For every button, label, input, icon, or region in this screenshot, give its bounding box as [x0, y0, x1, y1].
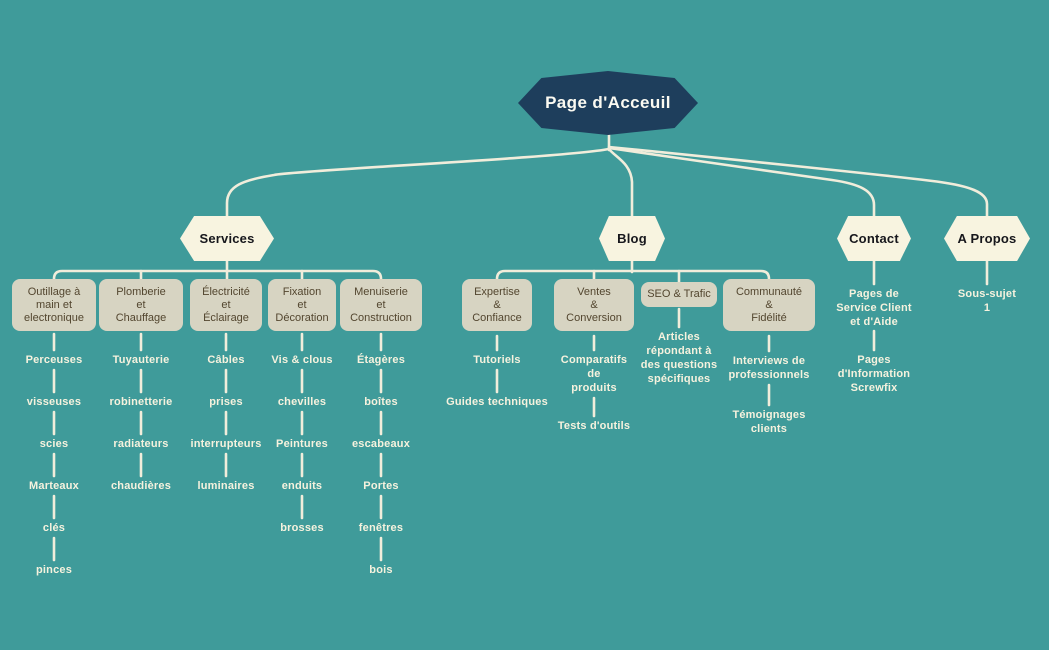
node-contact[interactable]: Contact: [837, 216, 911, 261]
leaf-tests-outils[interactable]: Tests d'outils: [557, 420, 631, 432]
category-electricite[interactable]: Électricité et Éclairage: [190, 279, 262, 331]
root-to-contact-line: [607, 146, 876, 219]
category-plomberie[interactable]: Plomberie et Chauffage: [99, 279, 183, 331]
node-a-propos[interactable]: A Propos: [944, 216, 1030, 261]
leaf-articles-questions[interactable]: Articles répondant à des questions spéci…: [640, 331, 718, 385]
leaf-fenetres[interactable]: fenêtres: [358, 522, 404, 534]
leaf-prises[interactable]: prises: [209, 396, 243, 408]
leaf-portes[interactable]: Portes: [363, 480, 399, 492]
root-to-services-line: [225, 147, 611, 219]
leaf-sous-sujet-1[interactable]: Sous-sujet 1: [957, 288, 1017, 314]
leaf-escabeaux[interactable]: escabeaux: [351, 438, 411, 450]
leaf-luminaires[interactable]: luminaires: [197, 480, 255, 492]
root-to-apropos-line: [607, 145, 989, 219]
category-ventes-conversion[interactable]: Ventes & Conversion: [554, 279, 634, 331]
node-services[interactable]: Services: [180, 216, 274, 261]
services-bus-line: [52, 269, 383, 283]
leaf-enduits[interactable]: enduits: [281, 480, 323, 492]
leaf-comparatifs-produits[interactable]: Comparatifs de produits: [560, 354, 628, 394]
leaf-bois[interactable]: bois: [369, 564, 393, 576]
leaf-cables[interactable]: Câbles: [207, 354, 245, 366]
leaf-tuyauterie[interactable]: Tuyauterie: [112, 354, 170, 366]
leaf-interrupteurs[interactable]: interrupteurs: [190, 438, 262, 450]
leaf-guides-techniques[interactable]: Guides techniques: [446, 396, 548, 408]
services-bus-drops: [139, 269, 304, 282]
root-to-blog-line: [607, 147, 634, 219]
leaf-scies[interactable]: scies: [39, 438, 69, 450]
leaf-etageres[interactable]: Étagères: [356, 354, 406, 366]
leaf-pages-information-screwfix[interactable]: Pages d'Information Screwfix: [837, 354, 911, 394]
leaf-chevilles[interactable]: chevilles: [277, 396, 327, 408]
category-seo-trafic[interactable]: SEO & Trafic: [641, 282, 717, 307]
node-page-accueil[interactable]: Page d'Acceuil: [518, 71, 698, 135]
leaf-radiateurs[interactable]: radiateurs: [113, 438, 169, 450]
category-outillage[interactable]: Outillage à main et electronique: [12, 279, 96, 331]
leaf-chaudieres[interactable]: chaudières: [110, 480, 172, 492]
category-communaute-fidelite[interactable]: Communauté & Fidélité: [723, 279, 815, 331]
leaf-brosses[interactable]: brosses: [280, 522, 324, 534]
leaf-boites[interactable]: boîtes: [364, 396, 398, 408]
leaf-robinetterie[interactable]: robinetterie: [109, 396, 173, 408]
leaf-vis-clous[interactable]: Vis & clous: [271, 354, 333, 366]
category-menuiserie[interactable]: Menuiserie et Construction: [340, 279, 422, 331]
leaf-peintures[interactable]: Peintures: [276, 438, 328, 450]
category-fixation[interactable]: Fixation et Décoration: [268, 279, 336, 331]
a-propos-label: A Propos: [957, 231, 1017, 246]
node-blog[interactable]: Blog: [599, 216, 665, 261]
contact-label: Contact: [849, 231, 899, 246]
leaf-perceuses[interactable]: Perceuses: [25, 354, 83, 366]
leaf-interviews-professionnels[interactable]: Interviews de professionnels: [728, 355, 810, 381]
leaf-visseuses[interactable]: visseuses: [26, 396, 82, 408]
leaf-temoignages-clients[interactable]: Témoignages clients: [732, 409, 806, 435]
services-label: Services: [199, 231, 255, 246]
leaf-pinces[interactable]: pinces: [35, 564, 73, 576]
category-expertise-confiance[interactable]: Expertise & Confiance: [462, 279, 532, 331]
blog-label: Blog: [617, 231, 647, 246]
leaf-pages-service-client[interactable]: Pages de Service Client et d'Aide: [836, 288, 912, 328]
leaf-marteaux[interactable]: Marteaux: [29, 480, 79, 492]
leaf-tutoriels[interactable]: Tutoriels: [473, 354, 521, 366]
leaf-cles[interactable]: clés: [42, 522, 66, 534]
root-label: Page d'Acceuil: [545, 93, 671, 112]
blog-bus-line: [495, 269, 771, 284]
